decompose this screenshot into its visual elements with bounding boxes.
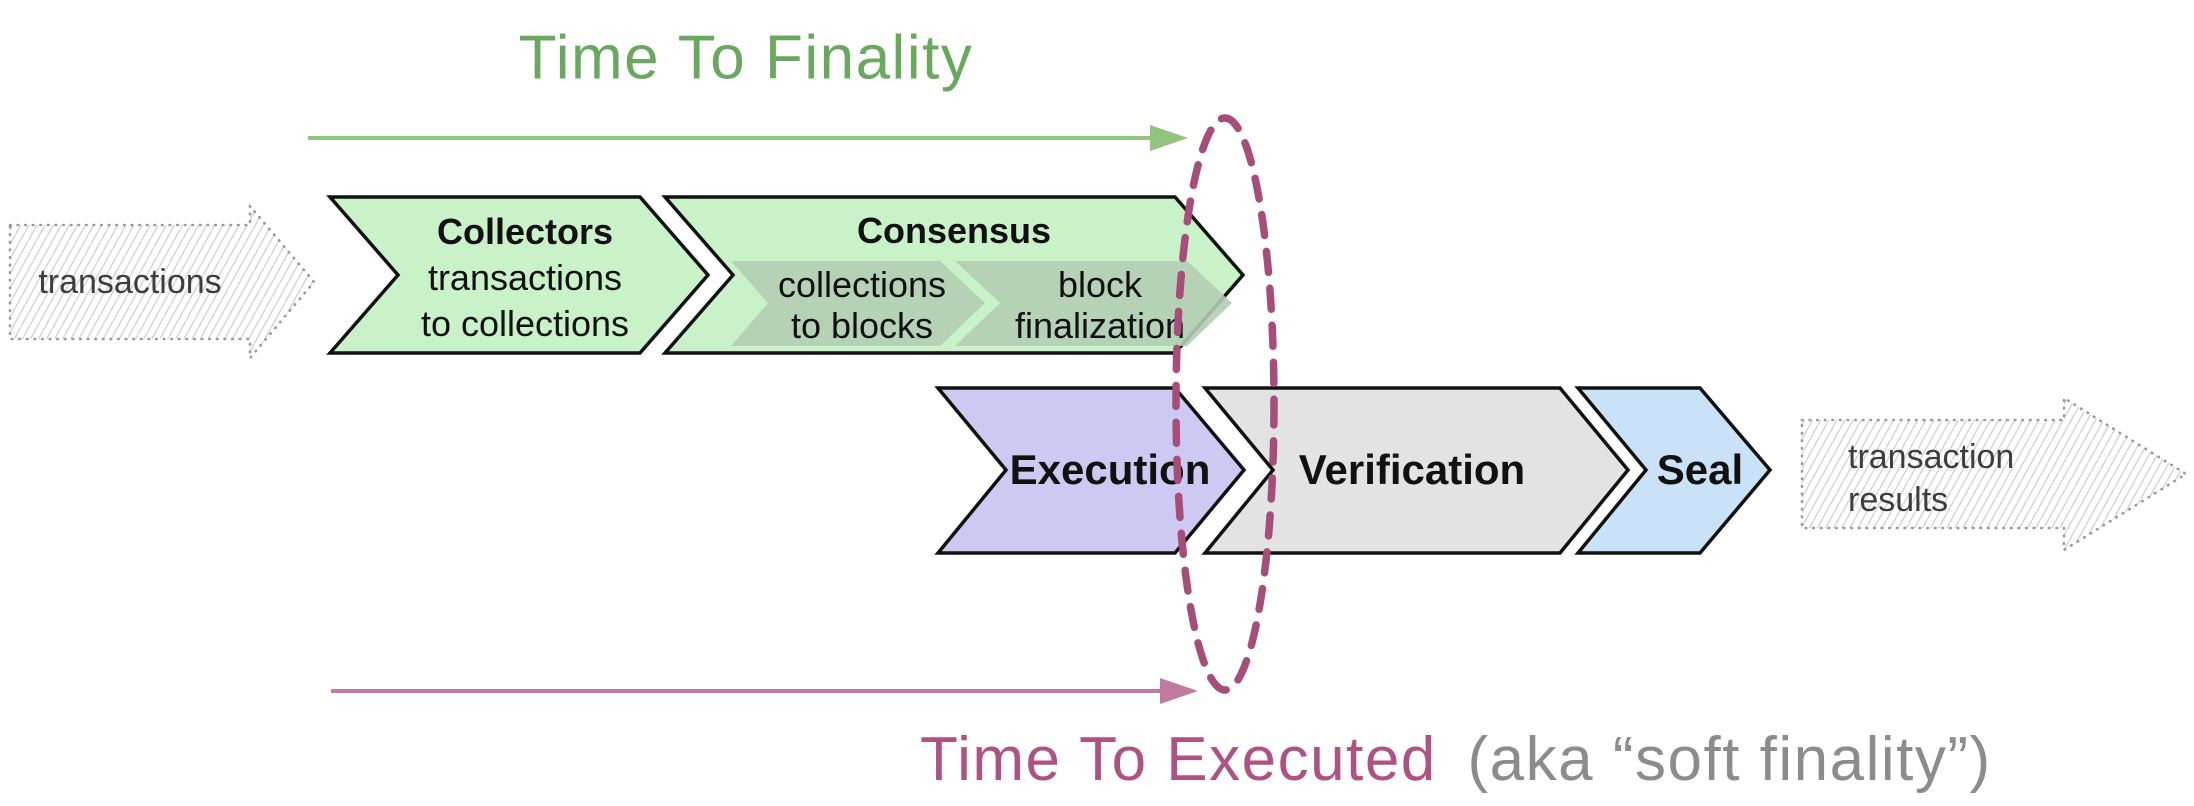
seal-title: Seal [1657,446,1743,493]
seal-shape [1574,386,1773,555]
collections-to-blocks-line1: collections [778,264,946,305]
executed-arrowhead [1160,678,1198,704]
verification-shape [1201,386,1631,555]
consensus-chevron: Consensus collections to blocks block fi… [661,195,1246,355]
finality-arrowhead [1150,125,1188,151]
seal-chevron: Seal [1574,386,1773,555]
output-arrow-line1: transaction [1848,438,2014,476]
block-finalization-shape [955,261,1232,346]
transactions-input-arrow: transactions [8,202,316,362]
collections-to-blocks-subchevron: collections to blocks [731,261,985,346]
executed-boundary-ellipse [1172,114,1278,694]
execution-chevron: Execution [934,386,1247,555]
time-to-finality-arrow [308,125,1188,151]
soft-finality-note: (aka “soft finality”) [1468,725,1992,794]
block-finalization-subchevron: block finalization [955,261,1232,346]
verification-chevron: Verification [1201,386,1631,555]
input-arrow-label: transactions [38,263,221,301]
time-to-finality-title: Time To Finality [519,23,974,92]
transaction-results-output-arrow: transaction results [1800,395,2189,553]
verification-title: Verification [1299,446,1525,493]
block-finalization-line2: finalization [1015,305,1185,346]
block-finalization-line1: block [1058,264,1143,305]
time-to-executed-caption: Time To Executed (aka “soft finality”) [920,725,1992,794]
collectors-line2: to collections [421,303,629,344]
collections-to-blocks-line2: to blocks [791,305,933,346]
time-to-executed-title: Time To Executed [920,725,1437,794]
collections-to-blocks-shape [731,261,985,346]
collectors-title: Collectors [437,211,613,252]
output-arrow-shape [1800,395,2189,553]
output-arrow-line2: results [1848,481,1948,519]
time-to-executed-arrow [331,678,1198,704]
collectors-shape [326,195,711,355]
collectors-line1: transactions [428,257,622,298]
input-arrow-shape [8,202,316,362]
collectors-chevron: Collectors transactions to collections [326,195,711,355]
consensus-title: Consensus [857,210,1051,251]
